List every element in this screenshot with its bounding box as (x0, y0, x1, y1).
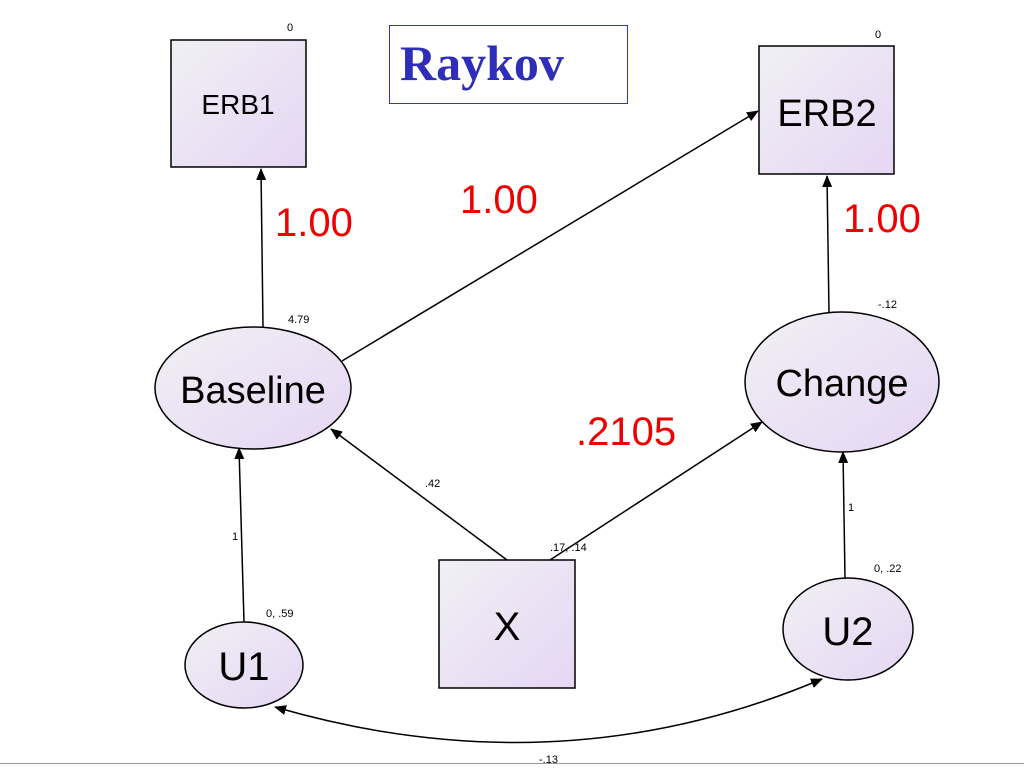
path-baseline-erb2 (341, 110, 759, 362)
coef-x-baseline: .42 (425, 478, 440, 490)
coef-x-change: .2105 (576, 410, 676, 454)
node-x-label: X (494, 605, 521, 649)
node-baseline-param: 4.79 (288, 314, 309, 326)
node-u1-label: U1 (218, 645, 269, 689)
coef-baseline-erb2: 1.00 (460, 178, 538, 222)
bottom-divider (0, 763, 1024, 764)
node-u1 (184, 621, 304, 709)
path-x-change (549, 421, 763, 561)
path-u2-change (838, 451, 849, 579)
node-erb2-param: 0 (875, 29, 881, 41)
covariance-u1-u2 (274, 678, 823, 744)
node-change-label: Change (775, 363, 908, 405)
path-change-erb2 (822, 175, 833, 314)
coef-u2-change: 1 (848, 502, 854, 514)
title-box (389, 25, 628, 104)
path-x-baseline (330, 428, 508, 561)
diagram-title: Raykov (400, 35, 564, 91)
node-u1-param: 0, .59 (266, 608, 294, 620)
coef-u1-u2: -.13 (539, 754, 558, 766)
coef-baseline-erb1: 1.00 (275, 201, 353, 245)
coef-change-erb2: 1.00 (843, 197, 921, 241)
path-baseline-erb1 (256, 168, 267, 328)
node-u2-label: U2 (822, 610, 873, 654)
node-x-param: .17, .14 (550, 542, 587, 554)
node-baseline (154, 326, 352, 450)
node-baseline-label: Baseline (180, 370, 326, 412)
node-erb2 (758, 45, 895, 175)
node-u2 (782, 577, 914, 681)
node-u2-param: 0, .22 (874, 563, 902, 575)
path-u1-baseline (234, 447, 245, 623)
node-change (744, 311, 940, 453)
node-change-param: -.12 (878, 299, 897, 311)
coef-u1-baseline: 1 (232, 531, 238, 543)
node-erb1 (170, 39, 307, 168)
node-erb1-param: 0 (287, 22, 293, 34)
node-erb2-label: ERB2 (777, 93, 876, 135)
node-erb1-label: ERB1 (201, 89, 274, 120)
node-x (438, 559, 576, 689)
